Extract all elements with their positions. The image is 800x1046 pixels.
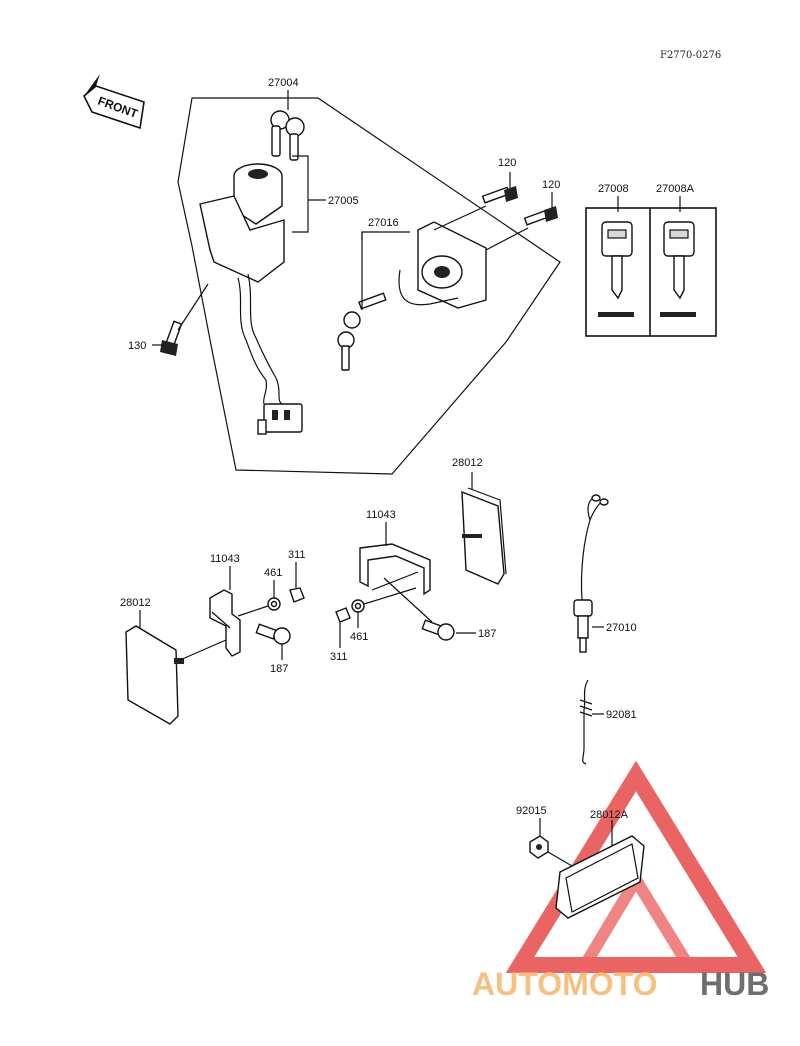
key-blanks-box: [585, 207, 717, 337]
ignition-assembly-frame: [177, 97, 561, 475]
label-311-right: 311: [330, 651, 348, 663]
watermark-automoto: AUTOMOTO: [472, 966, 657, 1002]
label-28012-top: 28012: [452, 457, 483, 469]
nut-92015: [529, 835, 549, 859]
front-direction-arrow: FRONT: [83, 74, 145, 130]
bolt-120-a: [481, 186, 518, 204]
bracket-right: [359, 543, 431, 596]
label-27005: 27005: [328, 195, 359, 207]
reflector-rear: [555, 835, 645, 919]
ignition-keys: [270, 110, 305, 161]
bolt-187-right: [421, 619, 455, 641]
ignition-switch: [199, 163, 303, 435]
label-11043-right: 11043: [366, 509, 396, 521]
label-120-b: 120: [542, 179, 560, 191]
label-28012-left: 28012: [120, 597, 151, 609]
label-461-right: 461: [350, 631, 368, 643]
label-27016: 27016: [368, 217, 399, 229]
label-11043-left: 11043: [210, 553, 240, 565]
bracket-left: [209, 589, 241, 657]
nut-311-left: [289, 587, 305, 603]
bolt-187-left: [255, 623, 291, 645]
label-461-left: 461: [264, 567, 282, 579]
label-27008A: 27008A: [656, 183, 695, 195]
label-187-left: 187: [270, 663, 288, 675]
reflector-top: [461, 487, 507, 585]
label-120-a: 120: [498, 157, 516, 169]
label-130: 130: [128, 340, 146, 352]
return-spring: [579, 679, 593, 765]
brake-light-switch: [573, 494, 609, 653]
nut-311-right: [335, 607, 351, 623]
label-27008: 27008: [598, 183, 629, 195]
seat-lock: [337, 221, 487, 371]
watermark-hub: HUB: [700, 966, 769, 1002]
label-92081: 92081: [606, 709, 637, 721]
figure-reference: F2770-0276: [660, 50, 721, 61]
label-27010: 27010: [606, 622, 637, 634]
reflector-left: [125, 625, 184, 725]
label-28012A: 28012A: [590, 809, 629, 821]
screw-130: [160, 320, 183, 356]
label-27004: 27004: [268, 77, 299, 89]
label-311-left: 311: [288, 549, 306, 561]
label-92015: 92015: [516, 805, 547, 817]
label-187-right: 187: [478, 628, 496, 640]
bolt-120-b: [523, 206, 558, 226]
